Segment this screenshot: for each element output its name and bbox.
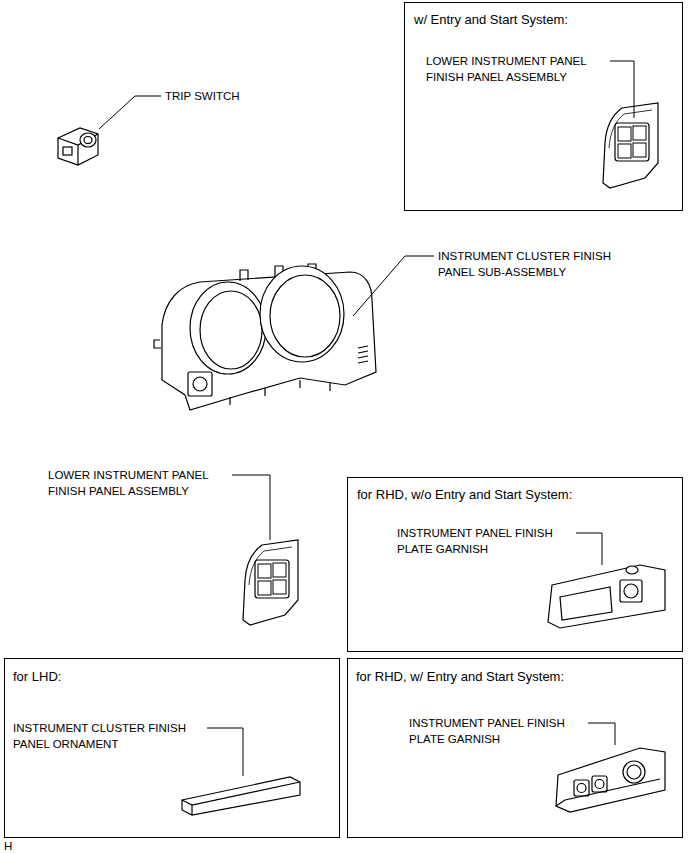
leader-line	[576, 533, 602, 565]
switch-button	[63, 147, 72, 155]
part-name: LOWER INSTRUMENT PANEL FINISH PANEL ASSE…	[426, 53, 606, 85]
bottom-clips	[230, 380, 330, 405]
condition-box: for RHD, w/o Entry and Start System: INST…	[347, 477, 683, 652]
switch-mount	[592, 776, 607, 792]
leader-line	[207, 728, 243, 776]
leader-line	[232, 475, 270, 540]
trip-switch-illustration	[58, 128, 98, 165]
start-button-inner	[627, 765, 641, 779]
gauge-opening	[260, 266, 344, 362]
condition-box: for LHD: INSTRUMENT CLUSTER FINISH PANEL …	[4, 658, 340, 838]
condition-box: w/ Entry and Start System: LOWER INSTRUME…	[404, 2, 683, 211]
small-knob	[626, 566, 638, 574]
switch-knob-inner	[84, 137, 92, 144]
condition-heading: for RHD, w/o Entry and Start System:	[357, 487, 572, 503]
part-name: INSTRUMENT CLUSTER FINISH PANEL ORNAMENT	[13, 720, 203, 752]
garnish-recess	[560, 587, 612, 620]
condition-heading: w/ Entry and Start System:	[414, 12, 568, 28]
switch-knob	[624, 584, 638, 598]
vent-lines	[358, 346, 368, 363]
leader-line	[610, 61, 634, 118]
switch-knob	[577, 784, 586, 793]
part-name: TRIP SWITCH	[165, 88, 240, 104]
switch-edge	[58, 134, 98, 165]
gauge-opening-inner	[270, 275, 340, 357]
switch-mount	[188, 372, 212, 396]
garnish-outline	[548, 565, 665, 628]
part-name: INSTRUMENT PANEL FINISH PLATE GARNISH	[409, 715, 584, 747]
switch-body	[58, 128, 98, 165]
garnish-edge	[556, 779, 660, 806]
ornament-illustration	[182, 777, 300, 815]
cluster-finish-panel-illustration	[154, 264, 376, 410]
part-name: INSTRUMENT CLUSTER FINISH PANEL SUB-ASSE…	[438, 248, 628, 280]
ornament-edge	[182, 782, 300, 815]
part-name: INSTRUMENT PANEL FINISH PLATE GARNISH	[397, 525, 572, 557]
start-button	[623, 761, 645, 783]
condition-heading: for RHD, w/ Entry and Start System:	[356, 669, 564, 685]
gauge-opening-inner	[200, 291, 262, 369]
garnish-illustration	[548, 565, 665, 628]
switch-mount	[620, 580, 642, 602]
garnish-outline	[556, 748, 665, 812]
leader-line	[588, 723, 615, 745]
switch-knob	[193, 377, 207, 391]
switch-knob	[80, 133, 96, 147]
lower-panel-illustration	[243, 540, 298, 625]
condition-heading: for LHD:	[13, 669, 61, 685]
leader-line	[353, 256, 434, 316]
leader-line	[99, 96, 161, 129]
switch-mount	[574, 780, 589, 796]
figure-code: H	[4, 838, 12, 854]
ornament-outline	[182, 777, 300, 815]
garnish-illustration	[556, 748, 665, 812]
part-name: LOWER INSTRUMENT PANEL FINISH PANEL ASSE…	[48, 467, 228, 499]
switch-knob	[595, 780, 604, 789]
gauge-opening	[190, 282, 266, 374]
condition-box: for RHD, w/ Entry and Start System: INSTR…	[347, 658, 683, 838]
lower-panel-illustration	[603, 103, 658, 188]
